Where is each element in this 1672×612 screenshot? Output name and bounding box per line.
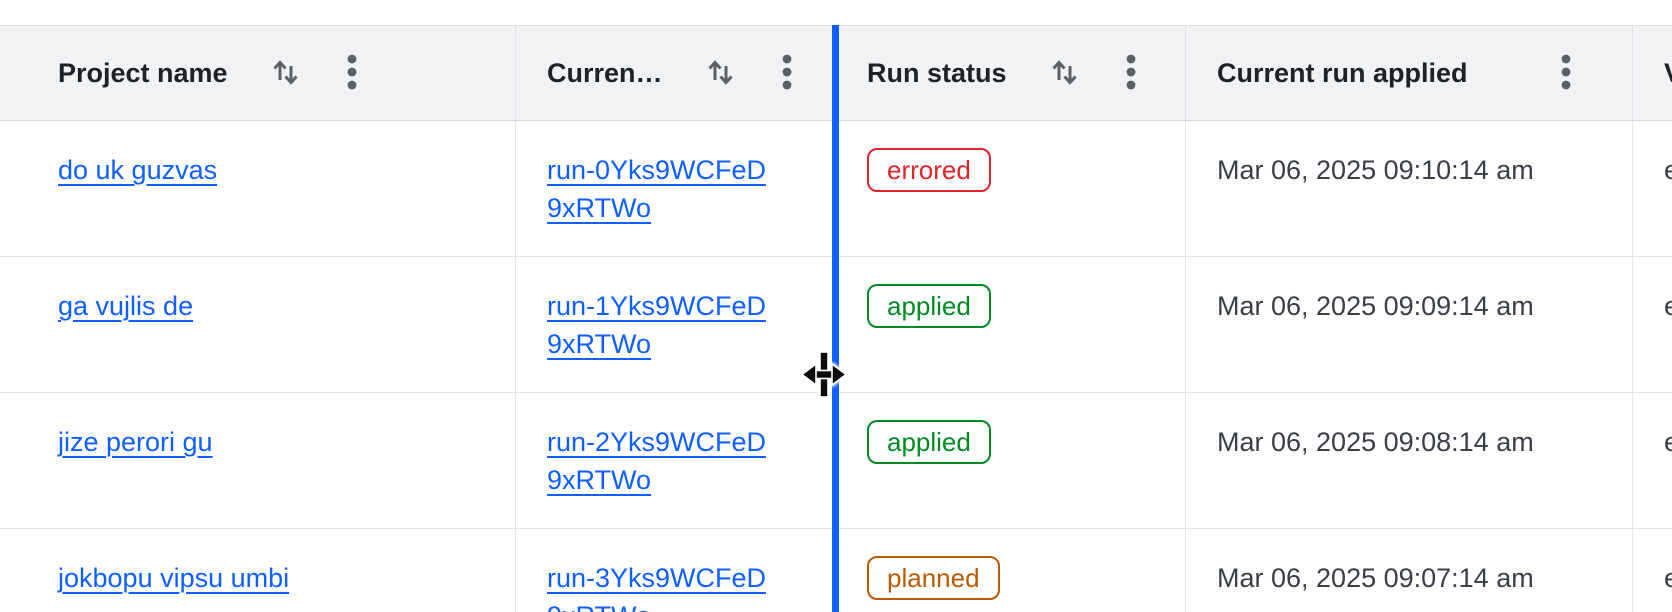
run-status-cell: applied	[836, 393, 1186, 529]
applied-timestamp: Mar 06, 2025 09:07:14 am	[1217, 563, 1534, 593]
run-link[interactable]: run-2Yks9WCFeD 9xRTWo	[547, 423, 815, 499]
run-id-line2: 9xRTWo	[547, 597, 815, 612]
column-label-next-clipped: V	[1664, 58, 1672, 89]
next-column-cell-clipped: e	[1633, 529, 1672, 612]
project-name-cell: jize perori gu	[27, 393, 516, 529]
run-status-badge: applied	[867, 284, 991, 328]
next-column-cell-clipped: e	[1633, 393, 1672, 529]
run-status-badge: applied	[867, 420, 991, 464]
project-link[interactable]: ga vujlis de	[58, 291, 194, 321]
project-link[interactable]: jokbopu vipsu umbi	[58, 563, 290, 593]
sort-arrows-icon	[270, 56, 302, 91]
kebab-menu-icon	[346, 52, 358, 95]
run-status-badge: errored	[867, 148, 991, 192]
column-menu-run-status[interactable]	[1125, 52, 1137, 95]
project-name-cell: ga vujlis de	[27, 257, 516, 393]
run-id-line1: run-1Yks9WCFeD	[547, 291, 767, 321]
column-header-current-run: Curren…	[516, 25, 836, 121]
column-menu-project-name[interactable]	[346, 52, 358, 95]
sort-arrows-icon	[1049, 56, 1081, 91]
sort-button-run-status[interactable]	[1049, 56, 1081, 91]
current-run-applied-cell: Mar 06, 2025 09:07:14 am	[1186, 529, 1633, 612]
kebab-menu-icon	[1125, 52, 1137, 95]
current-run-applied-cell: Mar 06, 2025 09:09:14 am	[1186, 257, 1633, 393]
kebab-menu-icon	[1560, 52, 1572, 95]
applied-timestamp: Mar 06, 2025 09:08:14 am	[1217, 427, 1534, 457]
run-status-cell: applied	[836, 257, 1186, 393]
applied-timestamp: Mar 06, 2025 09:10:14 am	[1217, 155, 1534, 185]
run-id-line2: 9xRTWo	[547, 193, 652, 223]
next-column-cell-clipped: e	[1633, 121, 1672, 257]
clipped-cell-text: e	[1664, 427, 1672, 457]
applied-timestamp: Mar 06, 2025 09:09:14 am	[1217, 291, 1534, 321]
column-resize-indicator-line[interactable]	[832, 25, 839, 612]
current-run-cell: run-2Yks9WCFeD 9xRTWo	[516, 393, 836, 529]
run-status-badge: planned	[867, 556, 1000, 600]
clipped-cell-text: e	[1664, 155, 1672, 185]
column-header-run-status: Run status	[836, 25, 1186, 121]
column-label-project-name: Project name	[58, 57, 228, 88]
current-run-cell: run-3Yks9WCFeD 9xRTWo	[516, 529, 836, 612]
project-name-cell: do uk guzvas	[27, 121, 516, 257]
run-id-line1: run-2Yks9WCFeD	[547, 427, 767, 457]
column-header-next-clipped: V	[1633, 25, 1672, 121]
run-status-cell: planned	[836, 529, 1186, 612]
run-id-line1: run-3Yks9WCFeD	[547, 563, 767, 593]
column-header-current-run-applied: Current run applied	[1186, 25, 1633, 121]
project-link[interactable]: do uk guzvas	[58, 155, 218, 185]
run-link[interactable]: run-3Yks9WCFeD 9xRTWo	[547, 559, 815, 612]
run-link[interactable]: run-0Yks9WCFeD 9xRTWo	[547, 151, 815, 227]
next-column-cell-clipped: e	[1633, 257, 1672, 393]
column-menu-current-run-applied[interactable]	[1560, 52, 1572, 95]
project-name-cell: jokbopu vipsu umbi	[27, 529, 516, 612]
current-run-applied-cell: Mar 06, 2025 09:08:14 am	[1186, 393, 1633, 529]
run-link[interactable]: run-1Yks9WCFeD 9xRTWo	[547, 287, 815, 363]
sort-arrows-icon	[705, 56, 737, 91]
kebab-menu-icon	[781, 52, 793, 95]
projects-table: Project name Curren…	[0, 25, 1672, 612]
current-run-cell: run-0Yks9WCFeD 9xRTWo	[516, 121, 836, 257]
clipped-cell-text: e	[1664, 563, 1672, 593]
column-header-project-name: Project name	[27, 25, 516, 121]
sort-button-project-name[interactable]	[270, 56, 302, 91]
sort-button-current-run[interactable]	[705, 56, 737, 91]
run-id-line2: 9xRTWo	[547, 465, 652, 495]
run-id-line2: 9xRTWo	[547, 329, 652, 359]
clipped-cell-text: e	[1664, 291, 1672, 321]
column-label-current-run: Curren…	[547, 57, 663, 88]
run-id-line1: run-0Yks9WCFeD	[547, 155, 767, 185]
column-label-current-run-applied: Current run applied	[1217, 57, 1468, 88]
project-link[interactable]: jize perori gu	[58, 427, 213, 457]
current-run-applied-cell: Mar 06, 2025 09:10:14 am	[1186, 121, 1633, 257]
column-menu-current-run[interactable]	[781, 52, 793, 95]
run-status-cell: errored	[836, 121, 1186, 257]
current-run-cell: run-1Yks9WCFeD 9xRTWo	[516, 257, 836, 393]
column-label-run-status: Run status	[867, 57, 1007, 88]
gutter-column-header	[0, 25, 32, 121]
